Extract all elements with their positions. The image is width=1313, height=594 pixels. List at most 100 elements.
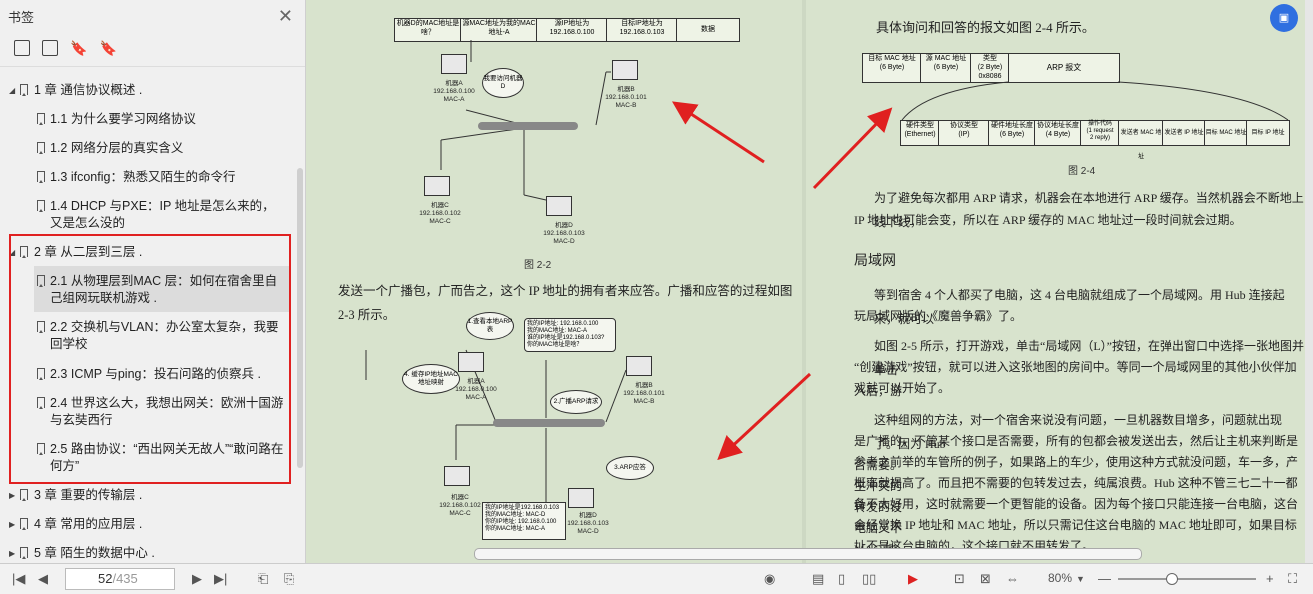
toc-item-ch1[interactable]: ◢1 章 通信协议概述 . <box>9 83 143 97</box>
double-page-icon[interactable]: ▯▯ <box>862 571 877 586</box>
fig22-header-cell: 源MAC地址为我的MAC 地址-A <box>460 18 538 42</box>
back-icon[interactable]: ⎗ <box>258 571 269 586</box>
fig22-header-cell: 目标IP地址为192.168.0.103 <box>606 18 678 42</box>
hub-bus <box>478 122 578 130</box>
toc-item-2-1[interactable]: 2.1 从物理层到MAC 层：如何在宿舍里自己组网玩联机游戏 . <box>34 266 291 312</box>
zoom-slider-handle[interactable] <box>1166 573 1178 585</box>
arp-request-box: 我的IP地址: 192.168.0.100 我的MAC地址: MAC-A 谁的I… <box>524 318 616 352</box>
arp-field: 目标 MAC 地址 <box>1204 120 1248 146</box>
computer-icon <box>424 176 450 196</box>
brace-lines <box>901 81 1289 121</box>
actual-size-icon[interactable]: ⊡ <box>954 571 965 586</box>
paragraph-line: 玩局域网版的《魔兽争霸》了。 <box>854 309 1023 323</box>
single-page-icon[interactable]: ▯ <box>838 571 846 586</box>
expanded-arrow-icon[interactable]: ◢ <box>9 248 16 257</box>
arp-field: 协议地址长度 (4 Byte) <box>1034 120 1082 146</box>
frame-field: ARP 报文 <box>1008 53 1120 83</box>
eye-protection-icon[interactable]: ◉ <box>764 571 776 586</box>
frame-field: 类型 (2 Byte) 0x8086 <box>970 53 1010 83</box>
fullscreen-icon[interactable]: ⛶ <box>1288 571 1298 586</box>
first-page-icon[interactable]: |◀ <box>12 571 26 586</box>
frame-field: 源 MAC 地址 (6 Byte) <box>920 53 972 83</box>
vertical-scrollbar[interactable] <box>1305 0 1313 563</box>
red-arrow <box>671 101 765 164</box>
sidebar-scrollbar[interactable] <box>297 168 303 468</box>
arp-field: 发送者 MAC 地址 <box>1118 120 1164 160</box>
collapsed-arrow-icon[interactable]: ▶ <box>9 549 16 558</box>
highlight-annotation-box <box>9 234 291 484</box>
machine-c-label: 机器C 192.168.0.102 MAC-C <box>419 202 461 225</box>
collapsed-arrow-icon[interactable]: ▶ <box>9 520 16 529</box>
bookmark-icon[interactable]: 🔖 <box>99 40 117 56</box>
sidebar-title: 书签 <box>8 9 35 25</box>
expanded-arrow-icon[interactable]: ◢ <box>9 86 16 95</box>
collapsed-arrow-icon[interactable]: ▶ <box>9 491 16 500</box>
paragraph-line: 为了避免每次都用 ARP 请求，机器会在本地进行 ARP 缓存。当然机器会不断地… <box>874 191 1304 229</box>
bookmark-sidebar: 书签 ✕ 🔖 🔖 ◢1 章 通信协议概述 . 1.1 为什么要学习网络协议 1.… <box>0 0 306 563</box>
close-icon[interactable]: ✕ <box>277 5 293 26</box>
sidebar-toolbar: 🔖 🔖 <box>0 32 305 66</box>
machine-c-label: 机器C 192.168.0.102 MAC-C <box>439 494 481 517</box>
machine-d-label: 机器D 192.168.0.103 MAC-D <box>543 222 585 245</box>
section-heading: 局域网 <box>854 252 896 268</box>
last-page-icon[interactable]: ▶| <box>214 571 228 586</box>
arp-reply-box: 我的IP地址是192.168.0.103 我的MAC地址: MAC-D 你的IP… <box>482 502 566 540</box>
zoom-in-icon[interactable]: + <box>1266 571 1274 586</box>
paragraph-line: 如图 2-5 所示，打开游戏，单击“局域网（L）”按钮，在弹出窗口中选择一张地图… <box>874 339 1304 377</box>
fig22-header-cell: 数据 <box>676 18 740 42</box>
computer-icon <box>612 60 638 80</box>
horizontal-scrollbar[interactable] <box>474 548 1142 560</box>
page-left: 机器D的MAC地址是啥？ 源MAC地址为我的MAC 地址-A 源IP地址为192… <box>306 0 802 563</box>
red-arrow-annotations <box>671 101 893 461</box>
machine-b-label: 机器B 192.168.0.101 MAC-B <box>623 382 665 405</box>
machine-a-label: 机器A 192.168.0.100 MAC-A <box>433 80 475 103</box>
speech-bubble: 1.查看本地ARP表 <box>466 312 514 340</box>
speech-bubble: 3.ARP应答 <box>606 456 654 480</box>
fit-width-icon[interactable]: ⇔ <box>1006 571 1019 586</box>
speech-bubble: 4. 缓存IP地址MAC地址映射 <box>402 364 460 394</box>
figure-caption: 图 2-2 <box>524 260 552 271</box>
paragraph-line: 概率就提高了。而且把不需要的包转发过去，纯属浪费。Hub 这种不管三七二十一都转… <box>854 476 1298 514</box>
zoom-slider[interactable] <box>1118 578 1256 580</box>
fig22-header-cell: 源IP地址为192.168.0.100 <box>536 18 608 42</box>
next-page-icon[interactable]: ▶ <box>192 571 202 586</box>
arp-field: 操作代码 (1 request 2 reply) <box>1080 120 1120 146</box>
chevron-down-icon[interactable]: ▼ <box>1076 574 1085 584</box>
paragraph-line: “创建游戏”按钮，就可以进入这张地图的房间中。等同一个局域网里的其他小伙伴加入后… <box>854 360 1297 398</box>
toc-item-1-4[interactable]: 1.4 DHCP 与PXE：IP 地址是怎么来的，又是怎么没的 <box>0 198 297 232</box>
document-view: 机器D的MAC地址是啥？ 源MAC地址为我的MAC 地址-A 源IP地址为192… <box>306 0 1305 563</box>
paragraph-line: 参考之前举的车管所的例子，如果路上的车少，使用这种方式就没问题，车一多，产生冲突… <box>854 455 1299 493</box>
zoom-out-icon[interactable]: — <box>1098 571 1111 586</box>
toc-item-2-5[interactable]: 2.5 路由协议：“西出网关无故人”“敢问路在何方” <box>0 441 297 475</box>
assistant-float-button[interactable]: ▣ <box>1270 4 1298 32</box>
forward-icon[interactable]: ⎘ <box>284 571 295 586</box>
fig22-header-cell: 机器D的MAC地址是啥？ <box>394 18 462 42</box>
collapse-all-icon[interactable] <box>42 40 58 56</box>
toc-item-2-2[interactable]: 2.2 交换机与VLAN：办公室太复杂，我要回学校 <box>0 319 297 353</box>
paragraph: 具体询问和回答的报文如图 2-4 所示。 <box>876 20 1095 35</box>
page-gutter <box>802 0 806 563</box>
machine-b-label: 机器B 192.168.0.101 MAC-B <box>605 86 647 109</box>
computer-icon <box>546 196 572 216</box>
figure-caption: 图 2-4 <box>1068 166 1096 177</box>
zoom-level[interactable]: 80% <box>1048 571 1073 585</box>
paragraph-line: IP 地址也可能会变，所以在 ARP 缓存的 MAC 地址过一段时间就会过期。 <box>854 213 1242 227</box>
paragraph-line: 等到宿舍 4 个人都买了电脑，这 4 台电脑就组成了一个局域网。用 Hub 连接… <box>874 288 1285 326</box>
red-arrow <box>717 372 812 461</box>
speech-bubble: 我要访问机器D <box>482 68 524 98</box>
expand-all-icon[interactable] <box>14 40 30 56</box>
paragraph-line: 是广播的，不管某个接口是否需要，所有的包都会被发送出去，然后让主机来判断是否需要… <box>854 434 1299 472</box>
continuous-page-icon[interactable]: ▤ <box>812 571 825 586</box>
paragraph-line: 戏就可以开始了。 <box>854 381 951 395</box>
page-right: 具体询问和回答的报文如图 2-4 所示。 目标 MAC 地址 (6 Byte) … <box>806 0 1305 563</box>
add-bookmark-icon[interactable]: 🔖 <box>70 40 88 56</box>
prev-page-icon[interactable]: ◀ <box>38 571 48 586</box>
arp-field: 硬件类型 (Ethernet) <box>900 120 940 146</box>
fit-page-icon[interactable]: ⊠ <box>980 571 991 586</box>
arp-field: 协议类型 (IP) <box>938 120 990 146</box>
paragraph-line: 这种组网的方法，对一个宿舍来说没有问题，一旦机器数目增多，问题就出现了。因为 H… <box>874 413 1283 451</box>
status-bar: |◀ ◀ 52/435 ▶ ▶| ⎗ ⎘ ◉ ▤ ▯ ▯▯ ▶ ⊡ ⊠ ⇔ 80… <box>0 563 1313 594</box>
toc-item-2-4[interactable]: 2.4 世界这么大，我想出网关：欧洲十国游与玄奘西行 <box>0 395 297 429</box>
page-number-input[interactable]: 52/435 <box>65 568 175 590</box>
play-icon[interactable]: ▶ <box>908 571 918 586</box>
